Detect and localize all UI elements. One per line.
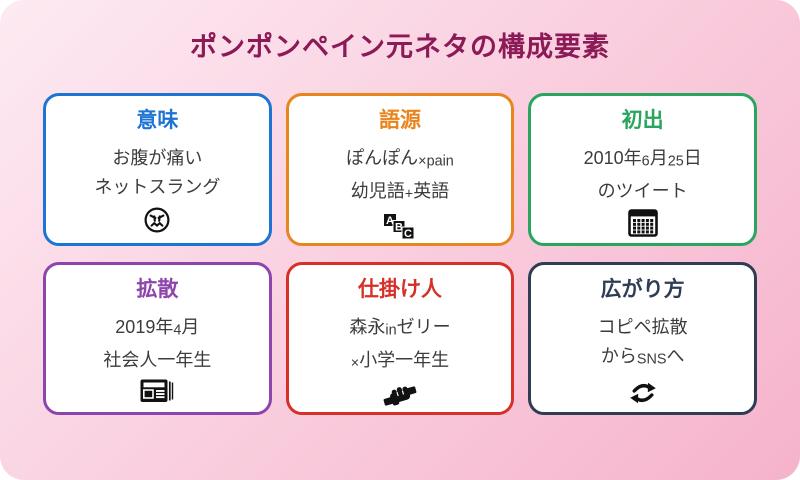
body-segment: 25: [667, 153, 684, 170]
body-segment: コピペ拡散: [597, 317, 688, 338]
card-body: 森永inゼリー×小学一年生: [349, 313, 450, 378]
body-line: ぽんぽん×pain: [346, 144, 454, 177]
svg-text:A: A: [387, 215, 395, 227]
body-line: コピペ拡散: [598, 313, 688, 342]
body-line: のツイート: [584, 177, 702, 206]
handshake-icon: [382, 382, 418, 410]
abc-blocks-icon: A B C: [383, 213, 416, 242]
body-segment: へ: [666, 346, 685, 367]
body-line: からSNSへ: [598, 342, 688, 375]
svg-text:C: C: [405, 228, 413, 240]
body-segment: 社会人一年生: [103, 349, 212, 370]
card-title: 初出: [621, 109, 664, 132]
newspaper-icon: [140, 378, 174, 404]
body-segment: ×: [350, 355, 360, 372]
body-segment: ネットスラング: [94, 177, 221, 198]
confounded-face-icon: [142, 205, 172, 235]
body-segment: ×pain: [418, 153, 454, 170]
body-segment: から: [600, 346, 637, 367]
body-line: ×小学一年生: [349, 346, 450, 379]
body-segment: 6: [641, 153, 650, 170]
card-title: 拡散: [136, 278, 179, 301]
body-segment: お腹が痛い: [112, 148, 203, 169]
card-body: お腹が痛いネットスラング: [94, 144, 220, 202]
body-segment: 英語: [413, 180, 450, 201]
body-line: 幼児語+英語: [346, 177, 454, 210]
body-segment: SNS: [636, 351, 667, 368]
card-spread: 拡散 2019年4月社会人一年生: [43, 262, 272, 415]
body-segment: 月: [649, 148, 668, 169]
body-segment: のツイート: [597, 180, 688, 201]
card-meaning: 意味 お腹が痛いネットスラング: [43, 93, 272, 246]
body-segment: 4: [173, 322, 182, 339]
body-line: 森永inゼリー: [349, 313, 450, 346]
card-title: 意味: [136, 109, 179, 132]
cycle-arrows-icon: [628, 378, 658, 408]
card-title: 語源: [378, 109, 421, 132]
card-title: 仕掛け人: [357, 278, 442, 301]
body-segment: in: [385, 322, 397, 339]
card-title: 広がり方: [600, 278, 685, 301]
card-body: 2019年4月社会人一年生: [103, 313, 211, 375]
body-line: お腹が痛い: [94, 144, 220, 173]
body-segment: 月: [181, 317, 200, 338]
body-line: ネットスラング: [94, 173, 220, 202]
body-segment: 幼児語: [350, 180, 405, 201]
body-segment: 日: [683, 148, 702, 169]
body-segment: 小学一年生: [359, 349, 450, 370]
card-how-it-spread: 広がり方 コピペ拡散からSNSへ: [528, 262, 757, 415]
body-line: 2010年6月25日: [584, 144, 702, 177]
body-segment: 森永: [349, 317, 386, 338]
calendar-icon: [627, 209, 658, 237]
body-line: 社会人一年生: [103, 346, 211, 375]
body-segment: ぽんぽん: [346, 148, 419, 169]
body-segment: +: [404, 186, 414, 203]
page-title: ポンポンペイン元ネタの構成要素: [190, 32, 610, 62]
body-segment: 2019年: [115, 317, 174, 338]
card-body: 2010年6月25日のツイート: [584, 144, 702, 206]
card-first-appearance: 初出 2010年6月25日のツイート: [528, 93, 757, 246]
body-segment: 2010年: [583, 148, 642, 169]
card-body: コピペ拡散からSNSへ: [598, 313, 688, 375]
body-segment: ゼリー: [396, 317, 451, 338]
card-instigator: 仕掛け人 森永inゼリー×小学一年生: [285, 262, 515, 415]
body-line: 2019年4月: [103, 313, 211, 346]
svg-text:B: B: [396, 221, 404, 233]
